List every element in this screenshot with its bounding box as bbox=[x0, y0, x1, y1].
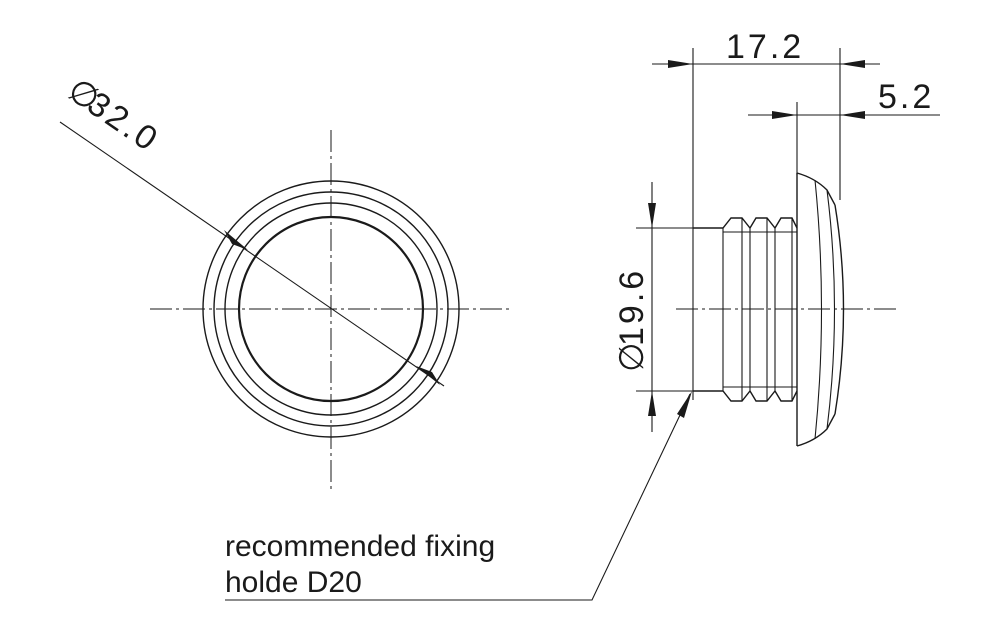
note-line-1: recommended fixing bbox=[225, 530, 495, 563]
note-line-2: holde D20 bbox=[225, 566, 362, 599]
note-leader bbox=[225, 391, 692, 601]
dim-19-6-arrow-bottom bbox=[648, 391, 656, 416]
dim-5-2-value: 5.2 bbox=[878, 78, 934, 116]
shank-top-profile bbox=[693, 217, 798, 230]
dimension-5-2: 5.2 bbox=[748, 78, 940, 175]
note-leader-line bbox=[225, 393, 691, 601]
flange-dome-inner bbox=[826, 189, 836, 430]
rim-circle-3 bbox=[224, 202, 438, 416]
front-view bbox=[150, 130, 512, 490]
dim-19-6-symbol: ∅ bbox=[613, 339, 651, 372]
diameter-32-arrow-start bbox=[224, 230, 248, 250]
dim-17-2-arrow-left bbox=[668, 60, 693, 68]
outer-rim-circle bbox=[202, 180, 460, 438]
dim-19-6-value: 19.6 bbox=[613, 268, 651, 346]
diameter-32-value: 32.0 bbox=[81, 84, 167, 160]
shank-bottom-profile bbox=[693, 389, 798, 402]
dim-5-2-arrow-left bbox=[772, 111, 797, 119]
dim-17-2-arrow-right bbox=[840, 60, 865, 68]
dimension-19-6: ∅ 19.6 bbox=[613, 182, 723, 432]
flange-dome-outer bbox=[834, 204, 845, 415]
diameter-32-arrow-end bbox=[416, 366, 440, 385]
diameter-32-dimension: ∅ 32.0 bbox=[59, 71, 445, 387]
rim-circle-2 bbox=[213, 191, 449, 427]
note-leader-arrow bbox=[677, 391, 692, 418]
diameter-32-leader-line bbox=[59, 121, 445, 387]
dim-19-6-arrow-top bbox=[648, 203, 656, 228]
dimension-17-2: 17.2 bbox=[652, 28, 880, 400]
dim-17-2-value: 17.2 bbox=[726, 28, 804, 66]
dim-5-2-arrow-right bbox=[840, 111, 865, 119]
side-view bbox=[676, 172, 900, 447]
flange-dome-inner-2 bbox=[814, 179, 823, 440]
inner-circle bbox=[237, 215, 425, 403]
